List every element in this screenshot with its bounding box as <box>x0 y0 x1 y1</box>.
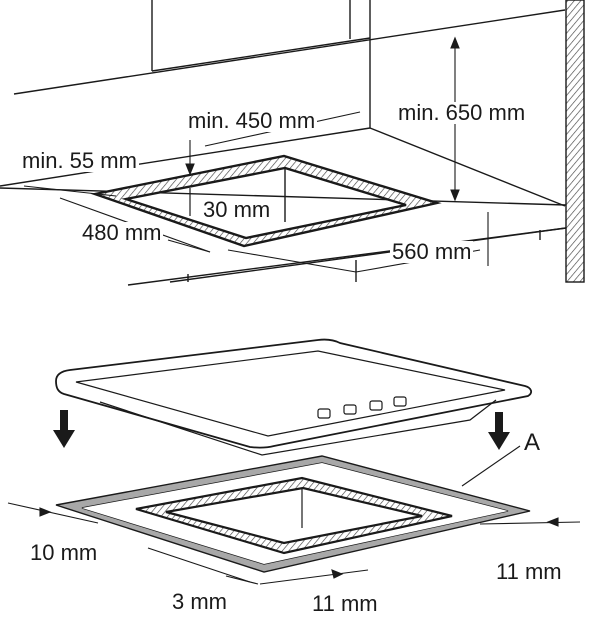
wall-cabinet <box>13 0 566 95</box>
label-3mm: 3 mm <box>172 589 227 614</box>
callout-a-leader <box>461 445 521 487</box>
cutout-frame <box>90 154 442 248</box>
bottom-figure <box>7 338 581 585</box>
worktop <box>0 38 567 286</box>
hob-appliance <box>55 338 532 456</box>
down-arrow-right <box>488 412 510 450</box>
top-figure <box>0 0 585 286</box>
label-callout-a: A <box>524 429 541 456</box>
label-min-650: min. 650 mm <box>396 100 528 125</box>
worktop-seal <box>55 455 531 573</box>
label-10mm: 10 mm <box>30 540 98 565</box>
down-arrow-left <box>53 410 75 448</box>
side-wall <box>565 0 585 283</box>
label-11mm-right: 11 mm <box>496 559 562 584</box>
label-560mm: 560 mm <box>390 239 474 264</box>
label-min-450: min. 450 mm <box>186 108 318 133</box>
label-11mm-front: 11 mm <box>312 591 378 616</box>
control-knobs <box>317 396 407 419</box>
label-480mm: 480 mm <box>80 220 164 245</box>
bottom-dimension-lines <box>7 502 581 585</box>
label-30mm: 30 mm <box>201 197 273 222</box>
label-min-55: min. 55 mm <box>20 148 139 173</box>
